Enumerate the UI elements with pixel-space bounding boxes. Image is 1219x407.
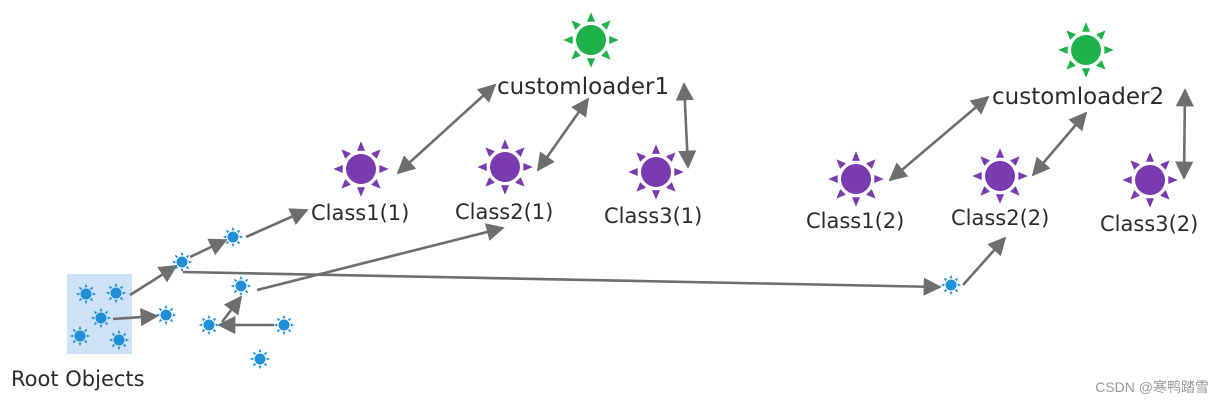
edge-obj1-far	[182, 270, 942, 296]
edge-class22-loader2	[1031, 111, 1088, 177]
object-icon-6	[171, 251, 193, 273]
watermark: CSDN @寒鸭踏雪	[1095, 379, 1209, 395]
class-label-2-1: Class2(1)	[455, 200, 554, 224]
edge-class31-loader1	[675, 82, 697, 169]
object-icon-7	[222, 226, 244, 248]
object-icon-2	[105, 282, 127, 304]
class-icon-2-2	[972, 148, 1028, 204]
edge-class11-loader1	[396, 83, 497, 175]
class-label-2-2: Class2(2)	[951, 206, 1050, 230]
object-icon-8	[155, 304, 177, 326]
object-icon-5	[108, 329, 130, 351]
object-icon-11	[273, 314, 295, 336]
nodes-layer	[69, 12, 1178, 370]
edge-root-obj2	[112, 308, 159, 327]
edge-obj2-class11	[245, 208, 309, 239]
edge-class12-loader2	[888, 95, 990, 182]
loader-icon-2	[1058, 22, 1114, 78]
class-label-1-2: Class1(2)	[806, 209, 905, 233]
class-label-3-1: Class3(1)	[604, 204, 703, 228]
class-icon-1-1	[333, 141, 389, 197]
object-icon-3	[90, 307, 112, 329]
edge-obj-class21	[256, 223, 505, 292]
class-label-3-2: Class3(2)	[1100, 212, 1199, 236]
class-icon-1-2	[828, 151, 884, 207]
object-icon-4	[69, 325, 91, 347]
loader-icon-1	[563, 12, 619, 68]
edge-root-obj1	[129, 264, 178, 297]
loader-label-2: customloader2	[992, 84, 1165, 110]
class-icon-2-1	[477, 139, 533, 195]
loader-label-1: customloader1	[497, 74, 670, 100]
object-icon-10	[198, 314, 220, 336]
object-icon-13	[940, 274, 962, 296]
class-icon-3-1	[628, 144, 684, 200]
object-icon-1	[75, 283, 97, 305]
edge-class21-loader1	[536, 97, 590, 172]
class-label-1-1: Class1(1)	[311, 201, 410, 225]
edge-far-class22	[962, 236, 1007, 286]
object-icon-12	[249, 348, 271, 370]
edges-layer	[112, 82, 1194, 335]
edge-class32-loader2	[1175, 88, 1194, 180]
edge-obj-obj-up	[220, 295, 243, 323]
edge-obj1-obj2	[189, 238, 228, 259]
class-icon-3-2	[1122, 152, 1178, 208]
root-objects-label: Root Objects	[11, 367, 145, 391]
object-icon-9	[230, 275, 252, 297]
